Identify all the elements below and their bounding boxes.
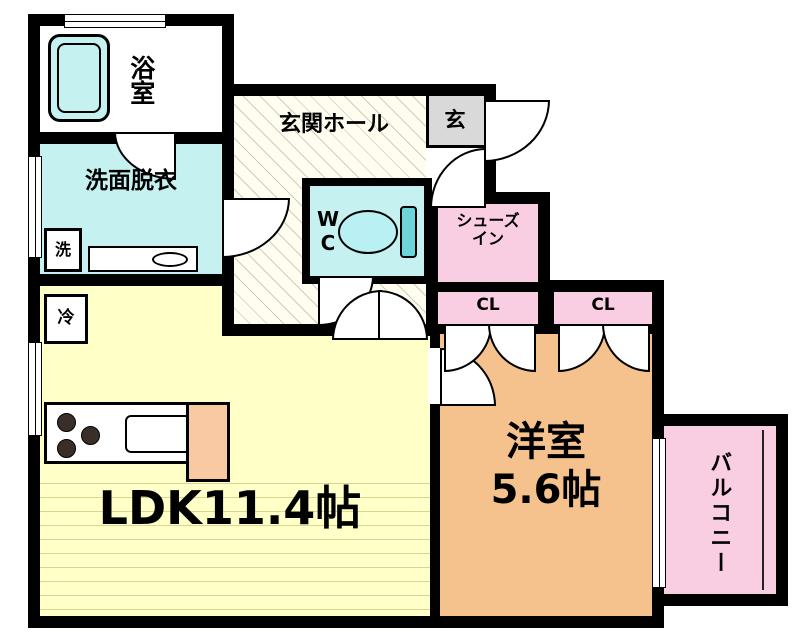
- room-ldk-main: [40, 336, 430, 616]
- bathtub-icon: [48, 34, 110, 122]
- genkan-label: 玄: [444, 108, 466, 132]
- genkan-tile: [426, 96, 484, 148]
- shoes-in-label-line1: シューズ: [456, 211, 520, 230]
- hall-label: 玄関ホール: [278, 112, 389, 137]
- opening-western: [428, 348, 442, 404]
- kitchen-sink: [125, 415, 191, 453]
- closet2-label: CL: [591, 295, 615, 315]
- washing-machine-box: 洗: [44, 228, 82, 272]
- wc-label: WC: [316, 207, 340, 255]
- fridge-label: 冷: [57, 308, 75, 328]
- balcony-label: バルコニー: [706, 450, 732, 576]
- closet1-label: CL: [476, 295, 500, 315]
- washroom-label: 洗面脱衣: [85, 168, 177, 194]
- room-wc: WC: [302, 178, 432, 284]
- western-label: 洋室 5.6帖: [440, 418, 652, 514]
- toilet-icon: [338, 206, 422, 258]
- bath-label: 浴室: [126, 55, 156, 105]
- stove-burner-icon: [57, 413, 76, 432]
- window-bath-top: [64, 14, 166, 28]
- balcony-rail-line: [762, 430, 764, 590]
- shoes-in-label: シューズ イン: [438, 211, 538, 249]
- stove-burner-icon: [57, 439, 76, 458]
- western-label-line2: 5.6帖: [490, 467, 602, 513]
- room-balcony: [664, 426, 776, 594]
- ldk-label: LDK11.4帖: [98, 481, 362, 535]
- western-label-line1: 洋室: [506, 419, 586, 465]
- shoes-in-label-line2: イン: [471, 229, 504, 249]
- room-shoes-in: [438, 204, 538, 282]
- window-balcony: [652, 438, 666, 588]
- room-closet-2: [554, 292, 652, 324]
- fridge-box: 冷: [44, 294, 88, 344]
- window-washroom-left: [28, 156, 42, 258]
- washer-label: 洗: [54, 240, 71, 259]
- vanity-icon: [88, 246, 198, 272]
- room-closet-1: [438, 292, 538, 324]
- door-entrance: [484, 100, 550, 162]
- window-ldk-left: [28, 342, 42, 436]
- ldk-floor-boards: [40, 470, 430, 616]
- stove-burner-icon: [81, 426, 100, 445]
- counter-return: [186, 402, 230, 482]
